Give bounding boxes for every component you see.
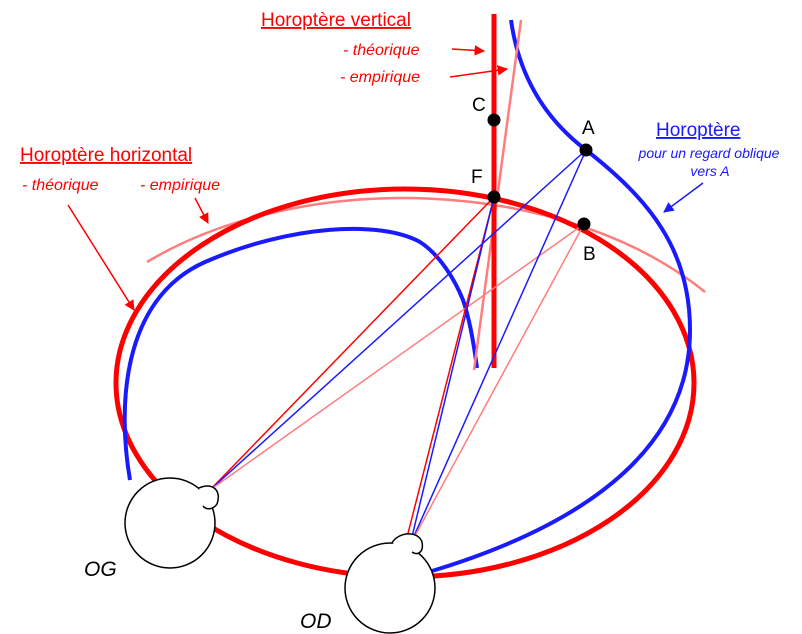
vertical-empirical-arrow: [449, 65, 509, 78]
empirical-horizontal-horopter-curve: [146, 196, 706, 293]
point-F-marker: [487, 190, 501, 204]
oblique-horopter-line1: pour un regard oblique: [638, 145, 780, 161]
point-C-marker: [487, 113, 501, 127]
sight-line-right-eye-to-F-blue: [409, 196, 495, 546]
horizontal-empirical-arrow: [194, 197, 209, 224]
point-A-marker: [579, 143, 593, 157]
vertical-theoretical-arrow: [451, 45, 486, 56]
oblique-horopter-line2: vers A: [690, 163, 729, 179]
sight-line-right-eye-to-A: [409, 149, 587, 546]
point-C-label: C: [472, 95, 486, 116]
horizontal-horopter-empirical-label: - empirique: [140, 177, 220, 194]
right-eye-label: OD: [300, 610, 332, 633]
oblique-horopter-right-curve: [431, 19, 693, 573]
sight-line-right-eye-to-B: [409, 223, 585, 546]
point-B-marker: [577, 217, 591, 231]
right-eye: [344, 533, 436, 634]
vertical-horopter-title: Horoptère vertical: [261, 10, 411, 31]
sight-line-left-eye-to-F: [209, 196, 495, 491]
point-F-label: F: [471, 167, 483, 188]
oblique-horopter-left-curve: [122, 226, 479, 481]
vertical-horopter-empirical-label: - empirique: [340, 69, 420, 86]
vertical-horopter-theoretical-label: - théorique: [343, 42, 420, 59]
oblique-horopter-arrow: [663, 182, 704, 213]
horizontal-theoretical-arrow: [67, 204, 135, 311]
sight-line-right-eye-to-F: [404, 196, 495, 546]
point-B-label: B: [583, 244, 596, 265]
sight-line-left-eye-to-A: [209, 149, 587, 491]
point-A-label: A: [582, 118, 595, 139]
horizontal-horopter-title: Horoptère horizontal: [20, 145, 192, 166]
left-eye-label: OG: [84, 558, 117, 581]
oblique-horopter-title: Horoptère: [656, 120, 741, 141]
horizontal-horopter-theoretical-label: - théorique: [22, 177, 99, 194]
sight-line-left-eye-to-B: [209, 223, 585, 491]
left-eye: [124, 477, 219, 569]
